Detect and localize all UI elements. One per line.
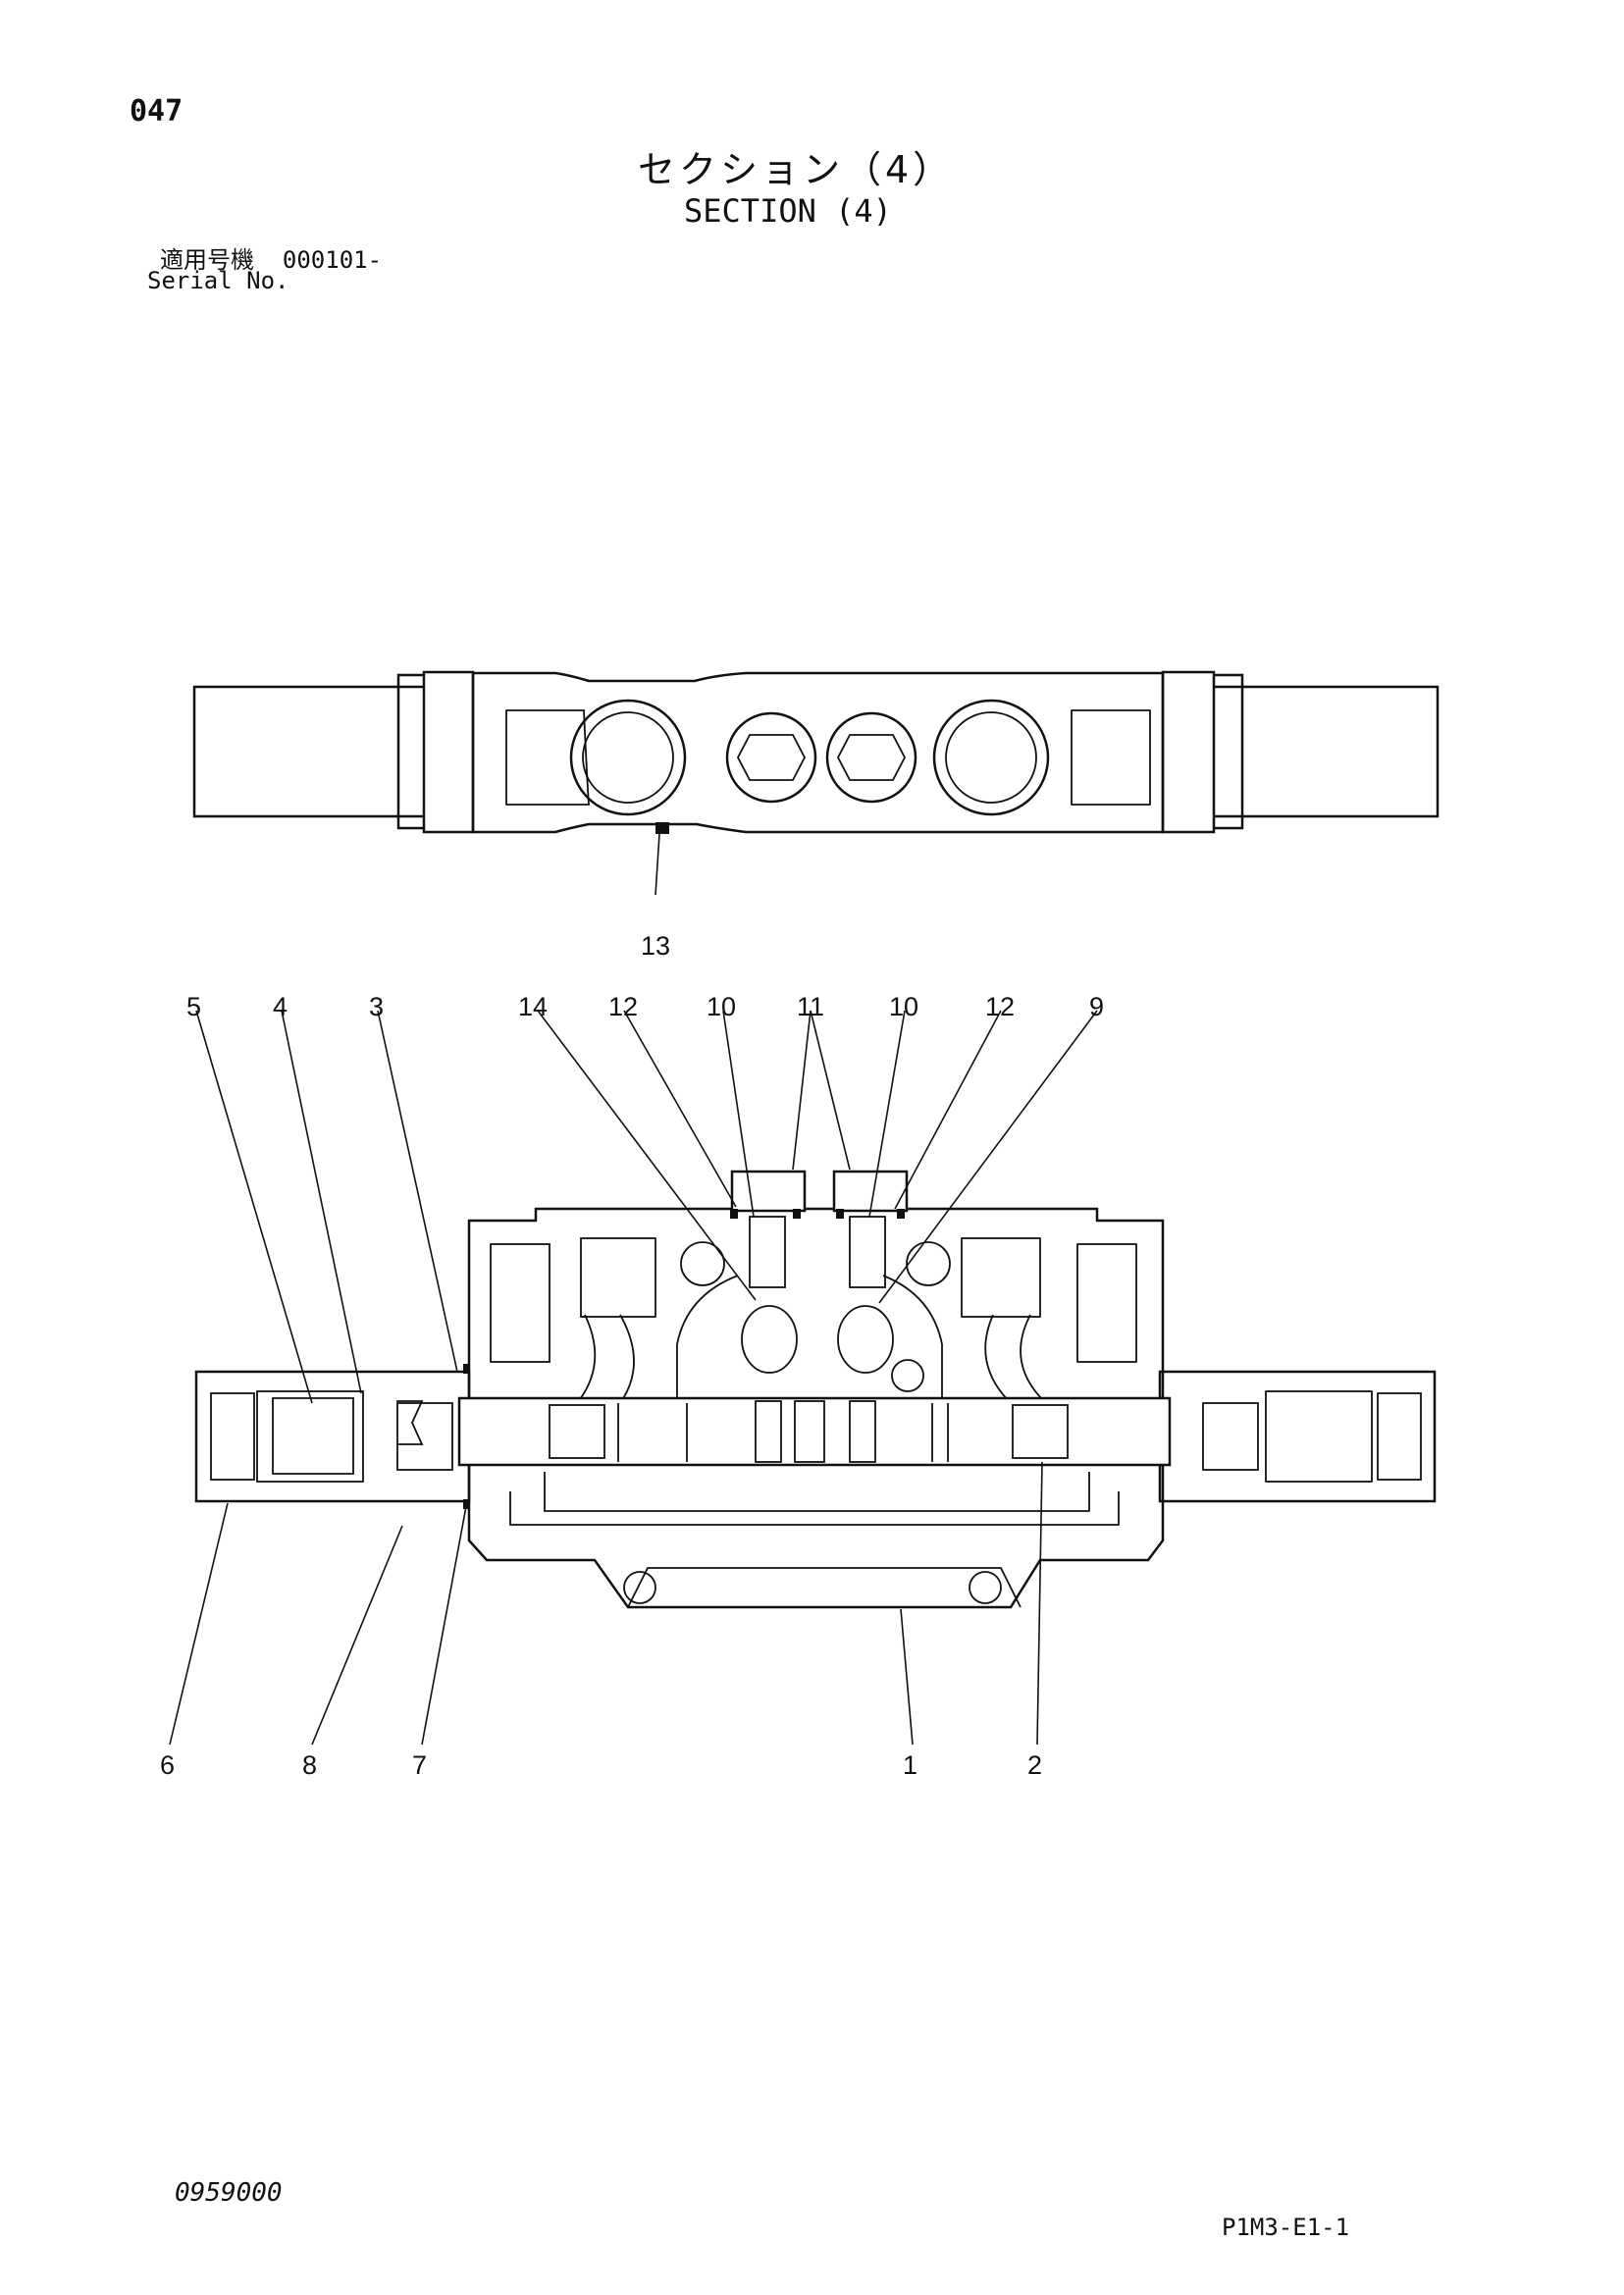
page-title-japanese: セクション（4） — [638, 148, 955, 191]
callout-2: 2 — [1027, 1750, 1042, 1780]
callout-4: 4 — [273, 992, 288, 1021]
callout-10-right: 10 — [889, 992, 918, 1021]
leader-lines — [169, 833, 1098, 1746]
callout-labels: 13 5 4 3 14 12 10 11 10 12 9 6 8 7 1 2 — [160, 931, 1104, 1780]
serial-label-english: Serial No. — [147, 267, 289, 294]
top-view-valve — [192, 670, 1440, 834]
serial-value: 000101- — [282, 246, 383, 274]
serial-label-japanese: 適用号機 — [160, 246, 254, 274]
sheet-code: P1M3-E1-1 — [1222, 2214, 1350, 2241]
serial-applicability: 適用号機 000101- — [160, 240, 382, 275]
section-view-valve — [194, 1170, 1437, 1609]
page-title-english: SECTION (4) — [684, 192, 892, 230]
callout-7: 7 — [412, 1750, 427, 1780]
document-code: 0959000 — [175, 2178, 283, 2208]
callout-5: 5 — [186, 992, 201, 1021]
callout-10-left: 10 — [707, 992, 736, 1021]
callout-14: 14 — [518, 992, 548, 1021]
callout-8: 8 — [302, 1750, 317, 1780]
callout-1: 1 — [903, 1750, 917, 1780]
callout-9: 9 — [1089, 992, 1104, 1021]
callout-6: 6 — [160, 1750, 175, 1780]
callout-3: 3 — [369, 992, 384, 1021]
page-number: 047 — [130, 94, 183, 129]
callout-13: 13 — [641, 931, 670, 961]
callout-11: 11 — [797, 992, 824, 1021]
callout-12-right: 12 — [985, 992, 1015, 1021]
callout-12-left: 12 — [608, 992, 638, 1021]
